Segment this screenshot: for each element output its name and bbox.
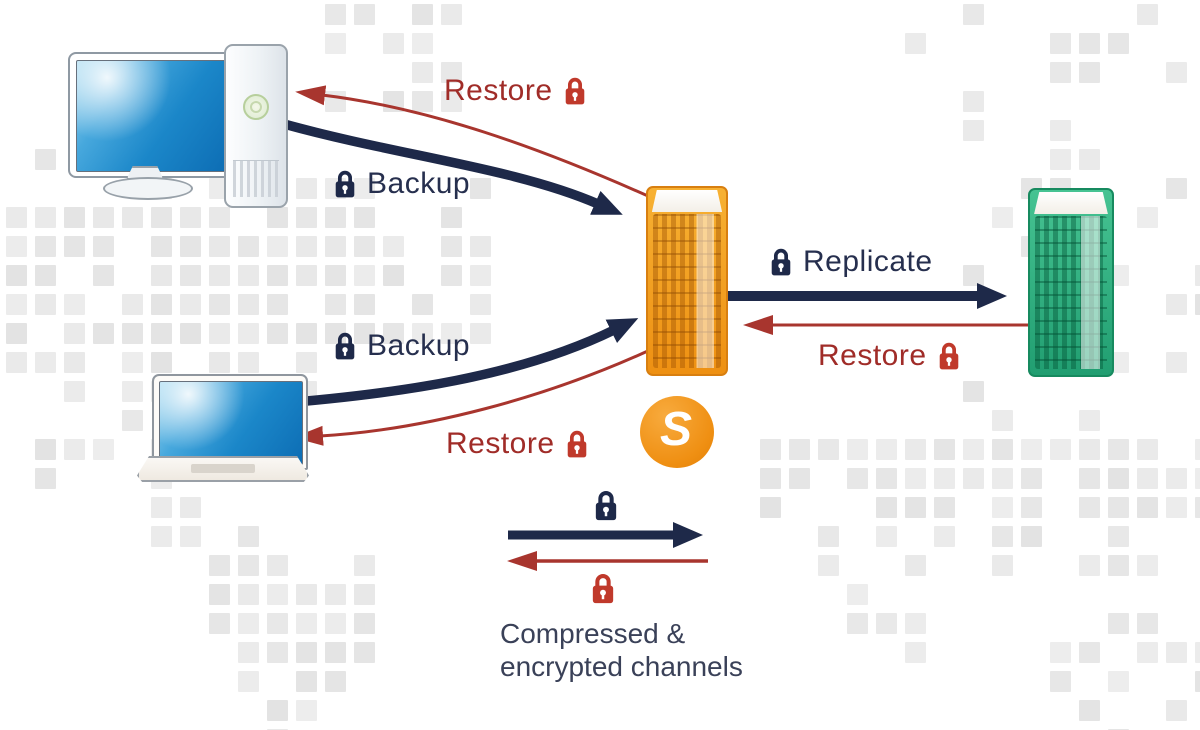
- laptop-touchpad: [191, 464, 255, 473]
- legend-caption: Compressed & encrypted channels: [500, 617, 743, 683]
- lock-icon: [567, 430, 586, 458]
- backup-server-top: [651, 190, 723, 212]
- replicate-label: Replicate: [803, 245, 933, 278]
- lock-icon: [939, 342, 958, 370]
- restore-right-label-group: Restore: [818, 339, 962, 373]
- restore-top-label-group: Restore: [444, 74, 588, 108]
- backup-server-rack: [653, 214, 721, 368]
- lock-icon: [595, 491, 617, 521]
- laptop-screen: [159, 381, 303, 465]
- lock-icon: [565, 77, 584, 105]
- restore-right-label: Restore: [818, 339, 927, 372]
- restore-bottom-label: Restore: [446, 427, 555, 460]
- replicate-label-group: Replicate: [768, 245, 933, 279]
- tower-vents: [233, 160, 279, 197]
- laptop-base: [137, 456, 309, 482]
- lock-icon: [335, 332, 355, 360]
- desktop-screen: [76, 60, 228, 172]
- lock-icon: [592, 574, 614, 604]
- lock-icon: [335, 170, 355, 198]
- replica-server-rack: [1035, 216, 1107, 369]
- backup-bottom-label-group: Backup: [332, 329, 470, 363]
- legend-caption-line2: encrypted channels: [500, 651, 743, 682]
- backup-server: [646, 186, 728, 376]
- backup-bottom-label: Backup: [367, 329, 471, 362]
- lock-icon: [771, 248, 791, 276]
- tower-power-emblem: [243, 94, 269, 120]
- desktop-tower: [224, 44, 288, 208]
- s-logo-letter: S: [659, 403, 692, 456]
- replica-server-top: [1034, 192, 1108, 214]
- monitor-stand-base: [103, 177, 193, 200]
- laptop-screen-frame: [152, 374, 308, 470]
- legend-caption-line1: Compressed &: [500, 618, 686, 649]
- backup-top-label-group: Backup: [332, 167, 470, 201]
- restore-bottom-label-group: Restore: [446, 427, 590, 461]
- s-logo: S: [640, 396, 714, 468]
- replica-server: [1028, 188, 1114, 377]
- restore-top-label: Restore: [444, 74, 553, 107]
- desktop-monitor: [68, 52, 234, 178]
- backup-top-label: Backup: [367, 167, 471, 200]
